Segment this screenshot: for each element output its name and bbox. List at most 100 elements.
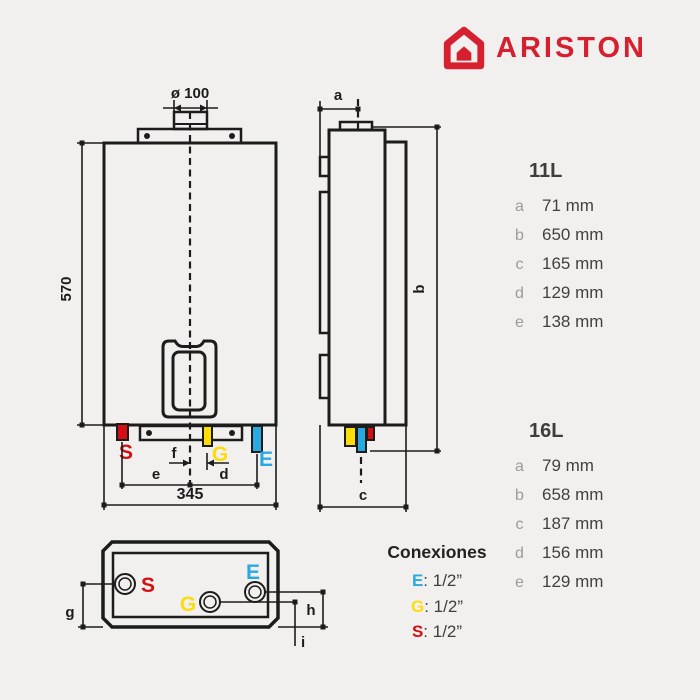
flue-diameter-label: ø 100 bbox=[171, 85, 209, 102]
dim-b-label: b bbox=[411, 284, 428, 293]
spec-value: 71 mm bbox=[542, 196, 594, 215]
side-knob-top bbox=[318, 155, 331, 178]
brand-logo: ARISTON bbox=[443, 26, 647, 70]
specs-16l: 16L a 79 mm b 658 mm c 187 mm d 156 mm e… bbox=[512, 420, 603, 601]
outlet-g-label: G bbox=[212, 443, 228, 466]
heater-body-side bbox=[327, 128, 387, 427]
port-e-label: E bbox=[246, 561, 260, 584]
specs-16l-title: 16L bbox=[529, 420, 564, 442]
spec-row: b 650 mm bbox=[512, 225, 603, 254]
spec-row: a 79 mm bbox=[512, 456, 603, 485]
height-label: 570 bbox=[58, 276, 75, 301]
spec-row: d 156 mm bbox=[512, 543, 603, 572]
brand-house-icon bbox=[443, 26, 485, 70]
dim-f-label: f bbox=[172, 445, 178, 462]
dim-h-tick-top bbox=[320, 589, 326, 595]
dim-b-tick-top bbox=[434, 124, 440, 130]
outlet-g-front bbox=[202, 425, 213, 447]
bottom-shell-outline bbox=[101, 540, 280, 629]
spec-row: e 138 mm bbox=[512, 312, 603, 341]
connections-title: Conexiones bbox=[387, 542, 487, 562]
spec-value: 138 mm bbox=[542, 312, 604, 331]
spec-value: 129 mm bbox=[542, 283, 604, 302]
spec-key: c bbox=[515, 516, 524, 533]
dim-g-tick-bottom bbox=[80, 624, 86, 630]
dim-a-tick-left bbox=[317, 106, 323, 112]
spec-key: d bbox=[515, 285, 524, 302]
connections-legend: Conexiones E: 1/2” G: 1/2” S: 1/2” bbox=[386, 542, 488, 645]
bottom-shell-inner bbox=[111, 551, 270, 619]
port-g-label: G bbox=[180, 593, 196, 616]
dim-c-tick-left bbox=[317, 504, 323, 510]
collar-screw-left bbox=[144, 133, 150, 139]
dim-f-arrow-left bbox=[207, 459, 214, 467]
spec-key: a bbox=[515, 458, 524, 475]
dim-g-tick-top bbox=[80, 581, 86, 587]
bracket-screw-left bbox=[146, 430, 152, 436]
spec-key: c bbox=[515, 256, 524, 273]
specs-11l-title: 11L bbox=[529, 160, 563, 182]
spec-value: 156 mm bbox=[542, 543, 604, 562]
width-tick-left bbox=[101, 502, 107, 508]
flue-dim-arrow-right bbox=[200, 104, 207, 112]
connection-row: E: 1/2” bbox=[386, 568, 488, 594]
connection-key-g: G bbox=[411, 596, 425, 616]
bottom-bracket bbox=[138, 424, 244, 442]
spec-value: 187 mm bbox=[542, 514, 604, 533]
house-door bbox=[456, 46, 472, 61]
width-tick-right bbox=[273, 502, 279, 508]
side-knob-bottom bbox=[318, 353, 331, 400]
connection-key-e: E bbox=[411, 571, 424, 590]
outlet-s-label: S bbox=[119, 441, 133, 464]
display-window-inner bbox=[171, 350, 207, 412]
spec-row: b 658 mm bbox=[512, 485, 603, 514]
dim-h-label: h bbox=[306, 602, 315, 619]
height-tick-top bbox=[79, 140, 85, 146]
connection-row: G: 1/2” bbox=[386, 594, 488, 620]
connection-size: : 1/2” bbox=[423, 571, 463, 590]
side-view-diagram: a b c bbox=[317, 87, 441, 512]
dim-b-tick-bottom bbox=[434, 448, 440, 454]
dim-d-label: d bbox=[219, 466, 228, 483]
display-window-outer bbox=[161, 339, 218, 419]
spec-key: b bbox=[515, 227, 524, 244]
spec-row: d 129 mm bbox=[512, 283, 603, 312]
side-knob-middle bbox=[318, 190, 331, 335]
outlet-s-front bbox=[116, 423, 129, 441]
spec-value: 165 mm bbox=[542, 254, 604, 273]
port-s-label: S bbox=[141, 574, 155, 597]
width-label: 345 bbox=[177, 486, 204, 503]
dim-a-tick-right bbox=[355, 106, 361, 112]
outlet-g-side bbox=[344, 426, 357, 447]
spec-value: 129 mm bbox=[542, 572, 604, 591]
spec-key: b bbox=[515, 487, 524, 504]
height-tick-bottom bbox=[79, 422, 85, 428]
port-s-inner bbox=[118, 577, 132, 591]
brand-name: ARISTON bbox=[496, 32, 647, 64]
dim-ed-tick-left bbox=[119, 482, 125, 488]
collar-screw-right bbox=[229, 133, 235, 139]
back-panel-side bbox=[383, 140, 408, 427]
spec-value: 658 mm bbox=[542, 485, 604, 504]
dim-g-label: g bbox=[65, 604, 74, 621]
spec-row: e 129 mm bbox=[512, 572, 603, 601]
outlet-e-front bbox=[251, 425, 263, 453]
dim-i-tick bbox=[292, 599, 298, 605]
spec-value: 79 mm bbox=[542, 456, 594, 475]
spec-key: a bbox=[515, 198, 524, 215]
dim-c-tick-right bbox=[403, 504, 409, 510]
outlet-e-side bbox=[356, 426, 367, 453]
dim-i-label: i bbox=[301, 634, 305, 651]
connection-size: : 1/2” bbox=[423, 622, 463, 641]
outlet-s-side bbox=[366, 426, 375, 441]
bracket-screw-right bbox=[229, 430, 235, 436]
dim-f-arrow-right bbox=[183, 459, 190, 467]
connection-row: S: 1/2” bbox=[386, 619, 488, 645]
dim-a-label: a bbox=[334, 87, 343, 104]
specs-11l: 11L a 71 mm b 650 mm c 165 mm d 129 mm e… bbox=[512, 160, 603, 341]
spec-key: e bbox=[515, 574, 524, 591]
port-e-inner bbox=[248, 585, 262, 599]
bottom-view-diagram: g h i S G E bbox=[65, 540, 328, 651]
dim-c-label: c bbox=[359, 487, 367, 504]
